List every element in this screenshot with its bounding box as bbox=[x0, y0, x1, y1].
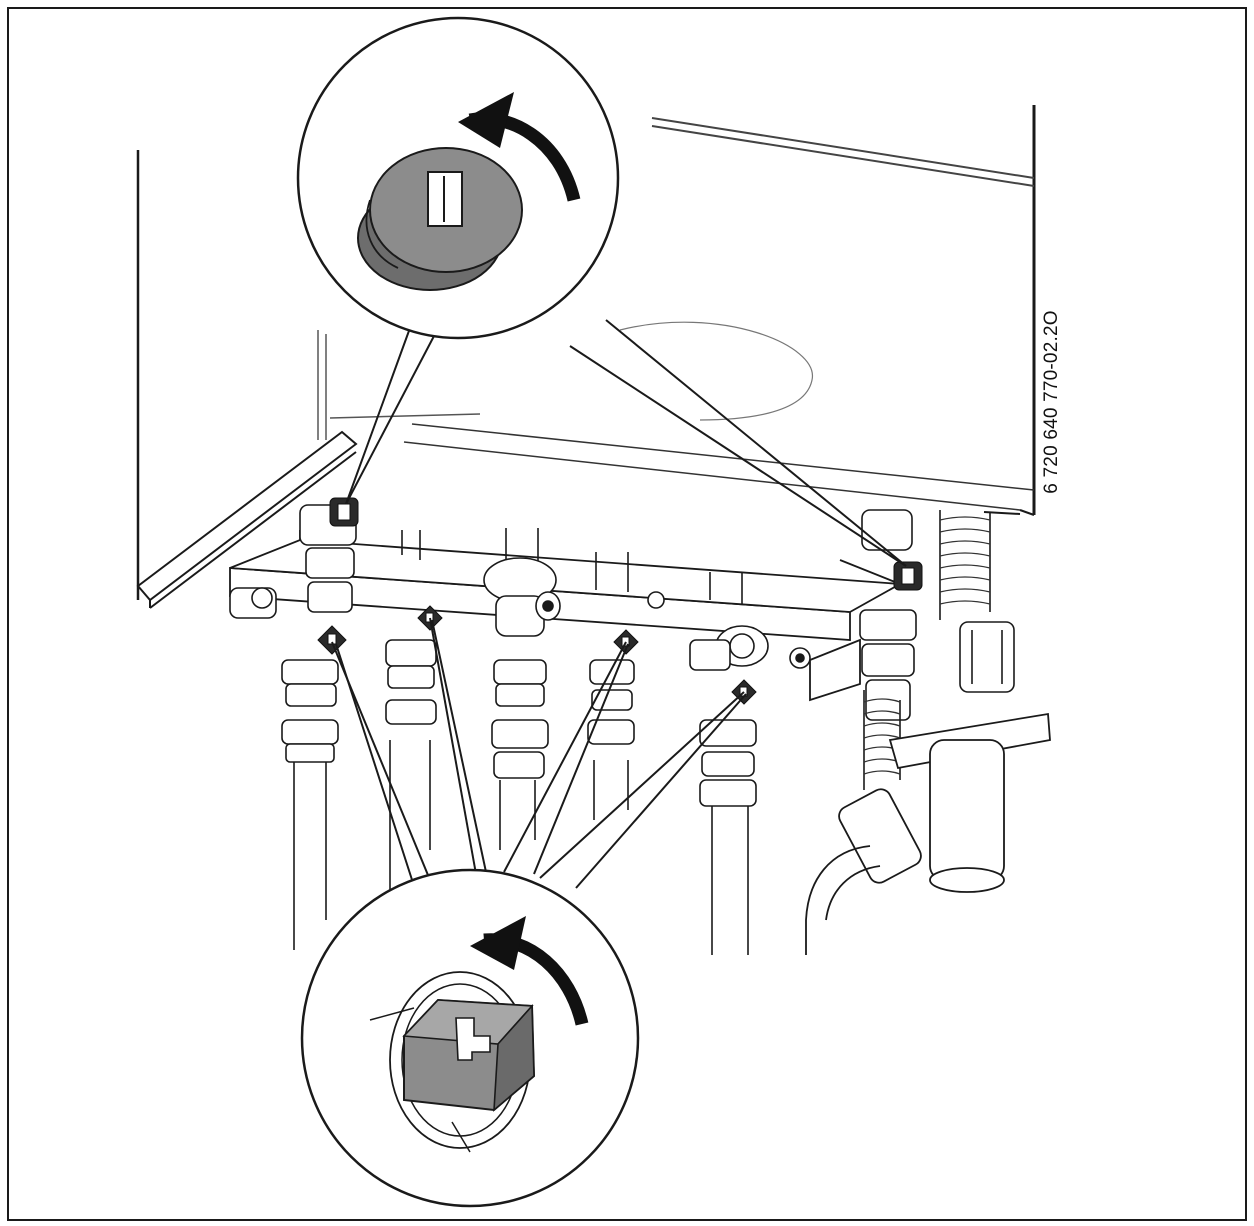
callout-leaders bbox=[331, 319, 907, 889]
boiler-casing bbox=[136, 105, 1036, 609]
bottom-magnifier bbox=[300, 868, 640, 1208]
figure-border bbox=[7, 7, 1247, 1221]
screw-top-right bbox=[893, 561, 923, 591]
figure-reference-code: 6 720 640 770-02.2O bbox=[1041, 310, 1062, 494]
pipe-fittings bbox=[229, 504, 917, 807]
condensate-siphon bbox=[805, 712, 1051, 955]
rotate-arrowhead-icon bbox=[458, 92, 514, 148]
screw-top-left bbox=[329, 497, 359, 527]
top-magnifier bbox=[296, 16, 620, 340]
rotate-arrowhead-icon-lower bbox=[470, 916, 526, 970]
screw-lower-1 bbox=[317, 625, 347, 655]
